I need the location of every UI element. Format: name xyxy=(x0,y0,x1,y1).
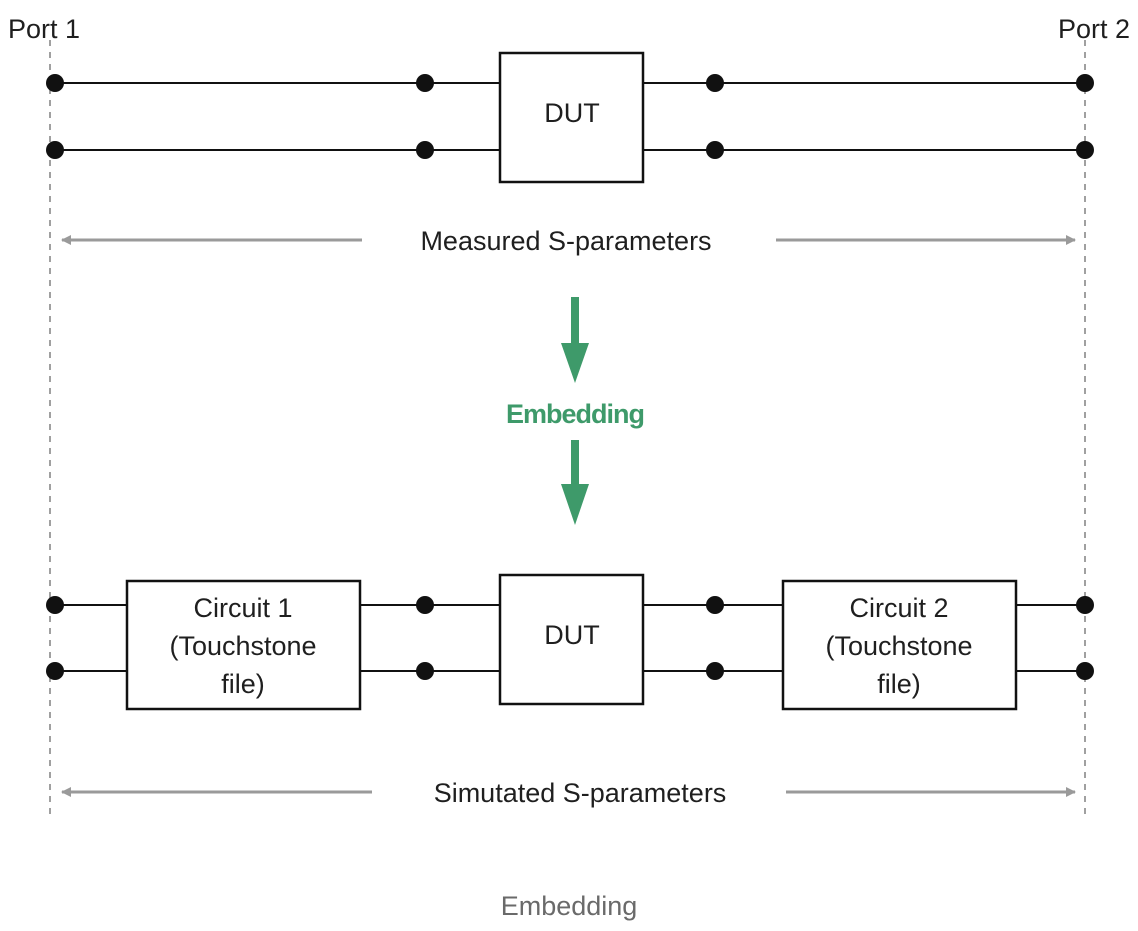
circuit1-label-line1: Circuit 1 xyxy=(193,593,292,623)
terminal-node xyxy=(1076,74,1094,92)
circuit2-label-line1: Circuit 2 xyxy=(849,593,948,623)
terminal-node xyxy=(706,596,724,614)
measured-setup: DUT xyxy=(46,51,1094,184)
port2-label: Port 2 xyxy=(1058,14,1130,44)
dut-box-bottom xyxy=(498,573,645,706)
circuit2-label-line3: file) xyxy=(877,669,921,699)
terminal-node xyxy=(1076,141,1094,159)
down-arrow-head-icon xyxy=(561,343,589,383)
simulated-parameters-label: Simutated S-parameters xyxy=(434,778,727,808)
simulated-setup: Circuit 1 (Touchstone file) DUT Circuit … xyxy=(46,573,1094,711)
dut-label-bottom: DUT xyxy=(544,620,600,650)
terminal-node xyxy=(416,662,434,680)
terminal-node xyxy=(1076,662,1094,680)
terminal-node xyxy=(1076,596,1094,614)
terminal-node xyxy=(416,74,434,92)
terminal-node xyxy=(706,141,724,159)
embedding-diagram: Port 1 Port 2 DUT Measured S-parameters … xyxy=(8,14,1130,820)
dut-box-top xyxy=(498,51,645,184)
terminal-node xyxy=(46,596,64,614)
terminal-node xyxy=(416,596,434,614)
terminal-node xyxy=(46,141,64,159)
circuit1-label-line3: file) xyxy=(221,669,265,699)
simulated-span-arrow: Simutated S-parameters xyxy=(61,778,1076,808)
measured-span-arrow: Measured S-parameters xyxy=(61,226,1076,256)
terminal-node xyxy=(706,74,724,92)
measured-parameters-label: Measured S-parameters xyxy=(420,226,711,256)
circuit1-box xyxy=(125,579,362,711)
embedding-process: Embedding xyxy=(506,297,645,525)
terminal-node xyxy=(46,662,64,680)
circuit1-label-line2: (Touchstone xyxy=(169,631,316,661)
dut-label-top: DUT xyxy=(544,98,600,128)
circuit2-label-line2: (Touchstone xyxy=(825,631,972,661)
down-arrow-shaft xyxy=(571,440,579,486)
circuit2-box xyxy=(781,579,1018,711)
embedding-label: Embedding xyxy=(506,399,644,429)
terminal-node xyxy=(416,141,434,159)
terminal-node xyxy=(706,662,724,680)
down-arrow-head-icon xyxy=(561,484,589,525)
terminal-node xyxy=(46,74,64,92)
port1-label: Port 1 xyxy=(8,14,80,44)
figure-caption: Embedding xyxy=(500,891,638,921)
down-arrow-shaft xyxy=(571,297,579,345)
